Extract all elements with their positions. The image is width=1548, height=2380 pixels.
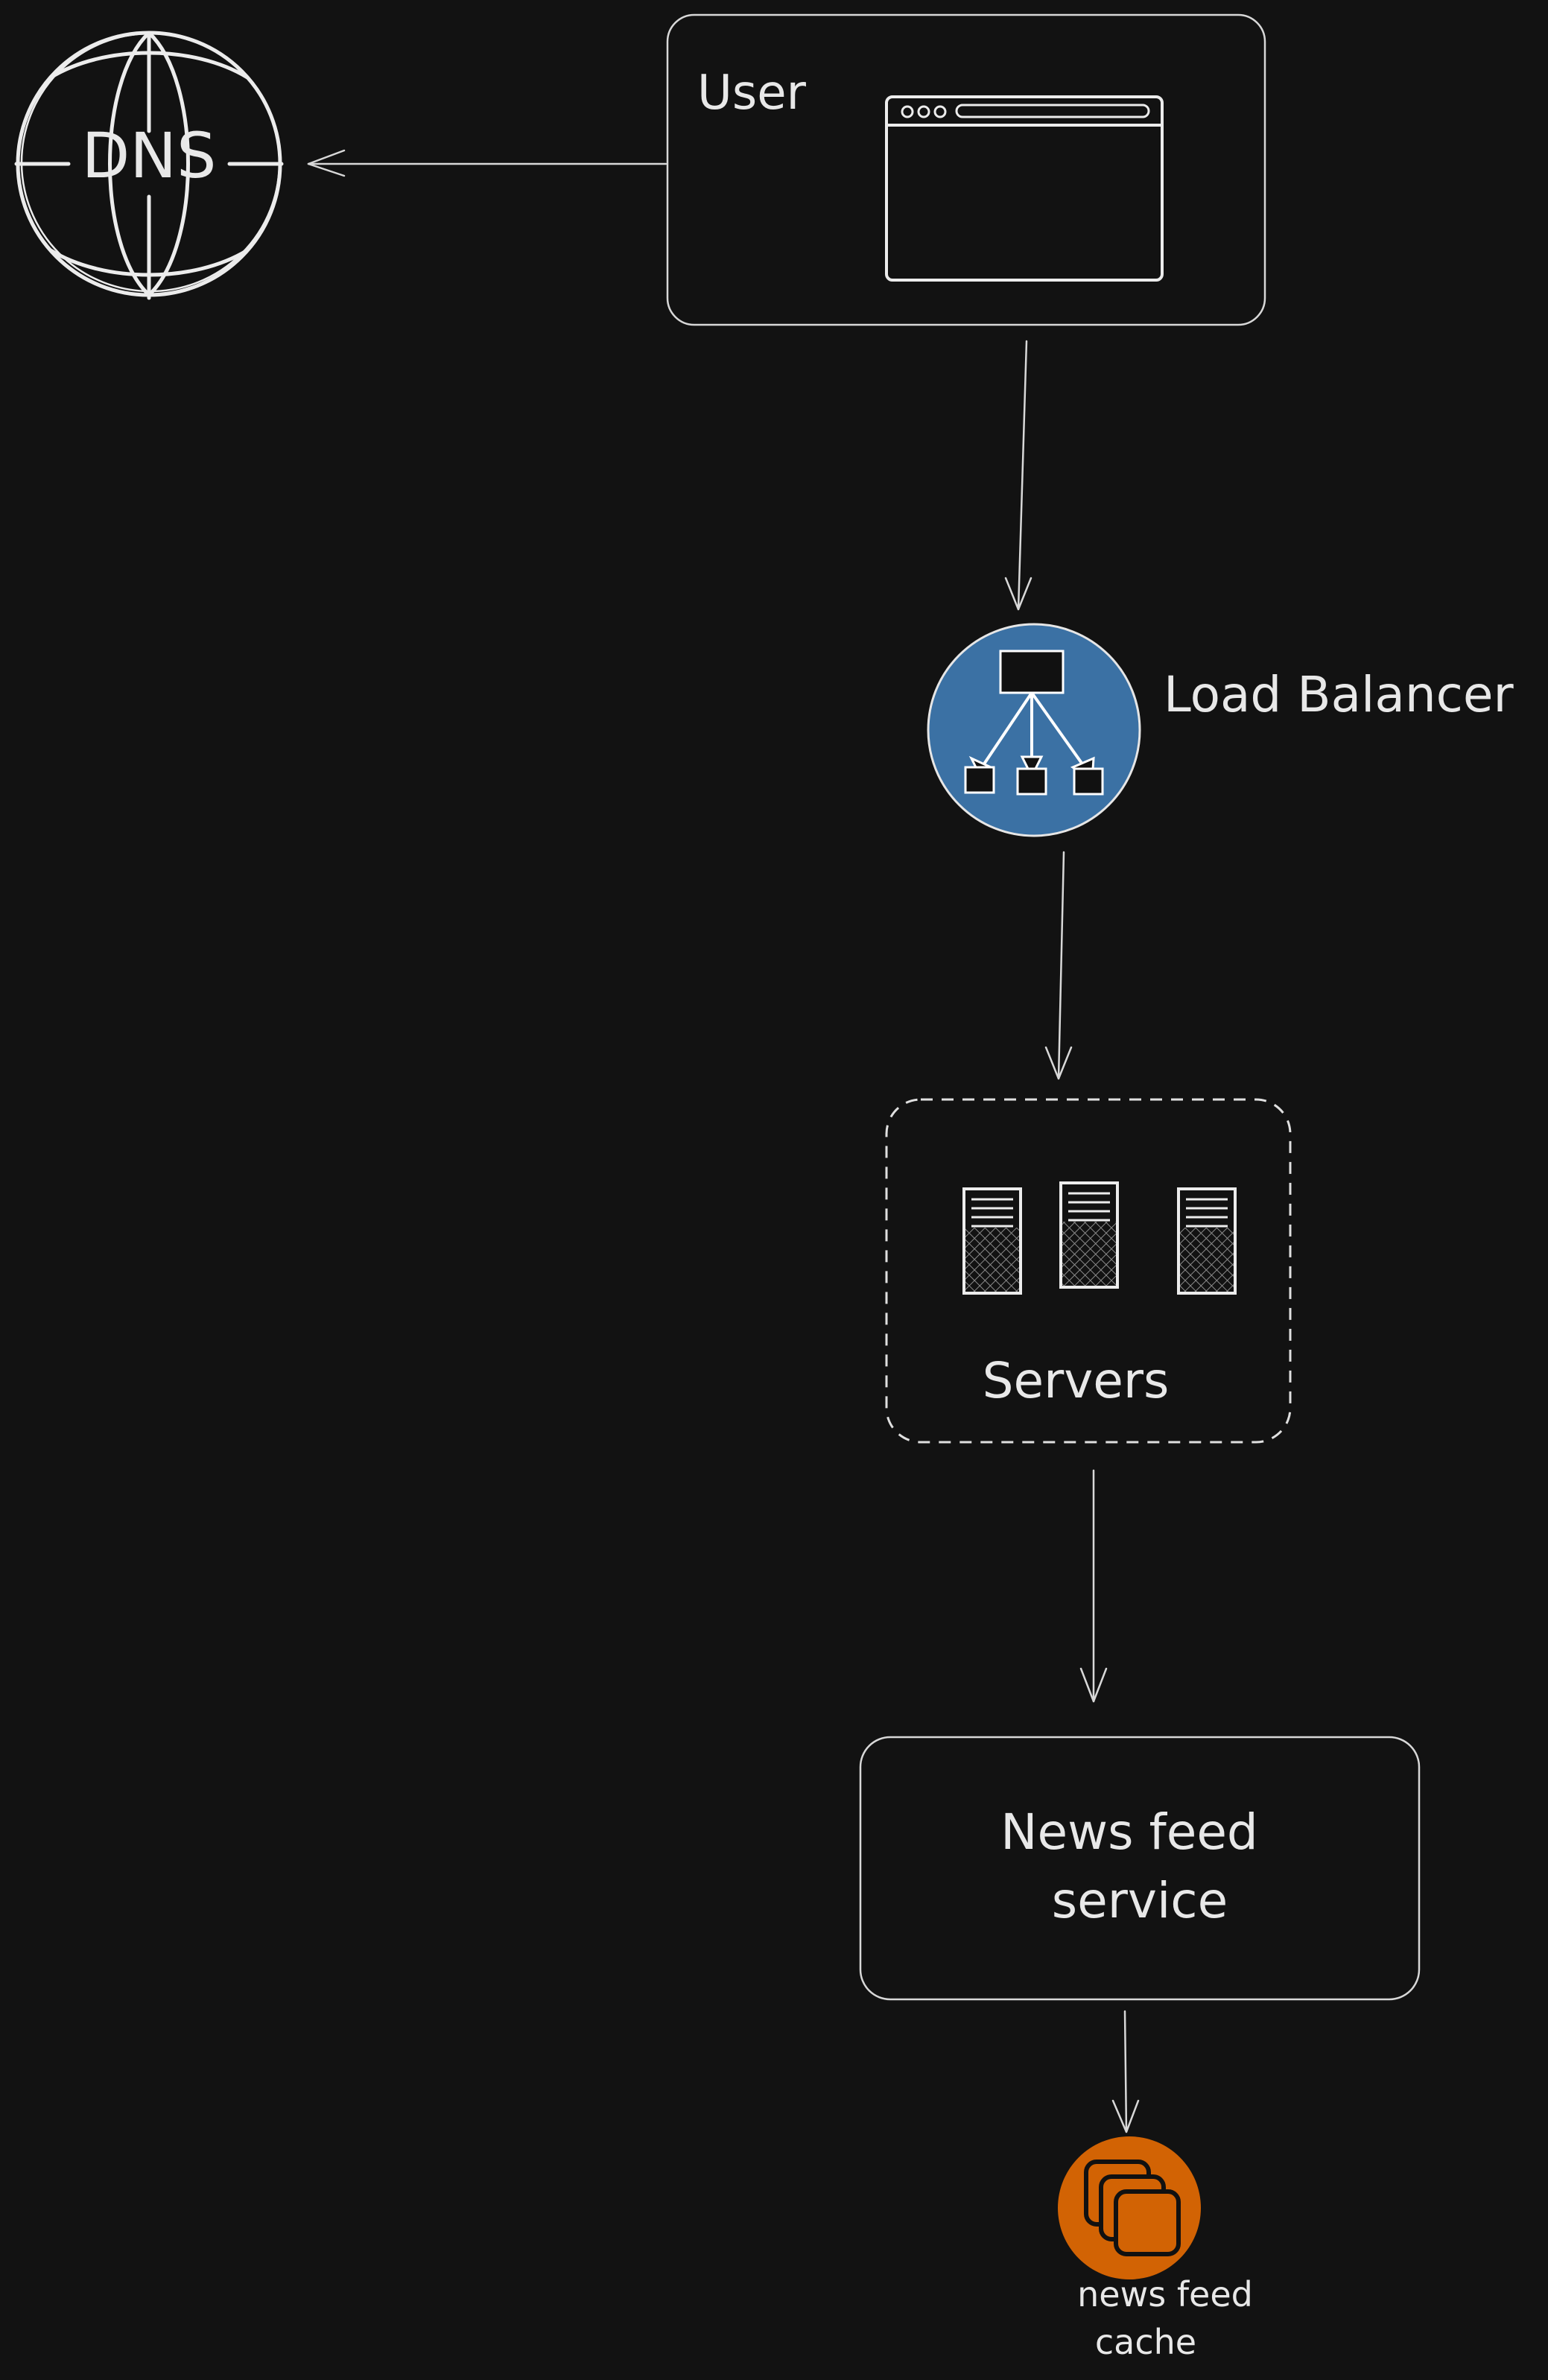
user-label: User <box>697 66 807 121</box>
news-feed-service-label-line1: News feed <box>1000 1803 1258 1861</box>
news-feed-service-node[interactable]: News feed service <box>859 1736 1421 2001</box>
edge-user-to-load-balancer <box>1004 340 1032 611</box>
load-balancer-icon <box>964 650 1104 796</box>
servers-group-border <box>885 1098 1292 1444</box>
server-1 <box>962 1187 1022 1295</box>
dns-label: DNS <box>82 119 217 192</box>
cache-stack-icon <box>1084 2160 1181 2256</box>
dns-node[interactable]: DNS <box>14 31 284 300</box>
load-balancer-node[interactable] <box>927 623 1141 837</box>
edge-news-feed-service-to-cache <box>1111 2010 1140 2133</box>
user-box <box>666 13 1266 326</box>
load-balancer-label: Load Balancer <box>1164 666 1514 723</box>
news-feed-service-label-line2: service <box>1052 1872 1228 1929</box>
server-2 <box>1059 1181 1119 1289</box>
news-feed-cache-node[interactable]: news feed cache <box>1058 2136 1253 2362</box>
user-node[interactable]: User <box>666 13 1266 326</box>
servers-label: Servers <box>983 1352 1170 1409</box>
globe-icon <box>14 31 284 300</box>
server-3 <box>1177 1187 1237 1295</box>
servers-node[interactable]: Servers <box>885 1098 1292 1444</box>
news-feed-service-box <box>859 1736 1421 2001</box>
edge-load-balancer-to-servers <box>1044 851 1073 1080</box>
cache-label-line2: cache <box>1095 2322 1196 2362</box>
cache-label-line1: news feed <box>1077 2274 1253 2314</box>
browser-window-icon <box>885 95 1164 282</box>
server-rack-icon <box>962 1181 1237 1295</box>
edge-servers-to-news-feed-service <box>1079 1469 1108 1703</box>
edge-user-to-dns <box>307 149 667 177</box>
